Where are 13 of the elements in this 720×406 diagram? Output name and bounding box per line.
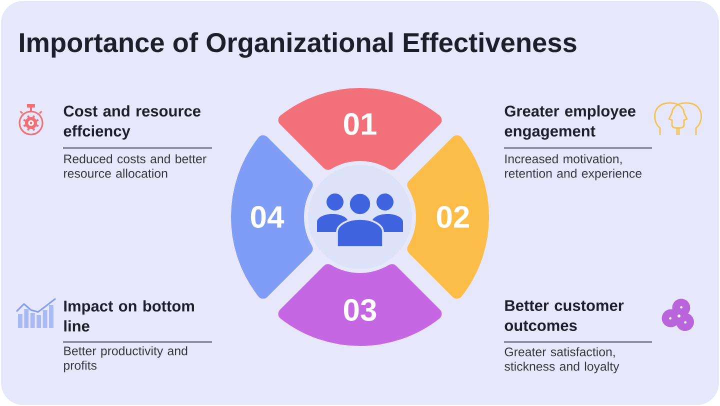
title: Importance of Organizational Effectiveness xyxy=(20,32,576,58)
ring-segment: 01 xyxy=(278,88,442,170)
heading: Impact on bottom line xyxy=(64,300,194,332)
heading: Better customer outcomes xyxy=(504,300,624,331)
heading: Cost and resource effciency xyxy=(64,105,200,140)
heading: Greater employee engagement xyxy=(504,105,636,140)
description: Greater satisfaction, stickness and loyalty xyxy=(504,347,620,374)
description: Reduced costs and better resource allocation xyxy=(64,154,206,178)
description: Better productivity and profits xyxy=(64,346,188,372)
ring-segment: 02 xyxy=(407,135,489,299)
description: Increased motivation, retention and experience xyxy=(505,154,642,180)
ring-segment: 04 xyxy=(231,135,313,299)
ring-segment: 03 xyxy=(278,264,442,346)
